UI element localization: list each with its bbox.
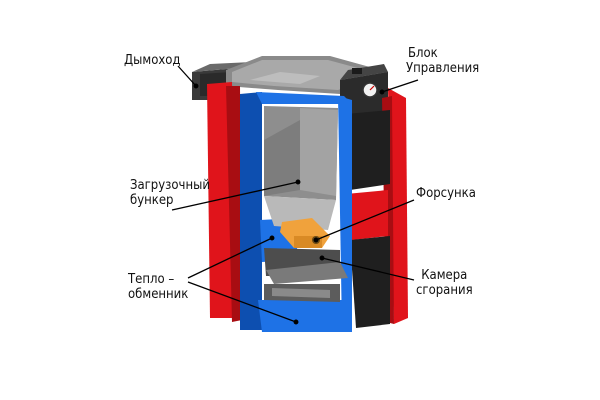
hopper-label: Загрузочный бункер: [130, 178, 210, 208]
nozzle-label: Форсунка: [416, 186, 476, 201]
combustion-leader: [321, 257, 415, 281]
flue-leader: [177, 65, 197, 87]
hopper-leader: [171, 181, 299, 211]
combustion-chamber-label: Камера сгорания: [416, 268, 473, 298]
exchanger-leader-1: [187, 237, 273, 279]
loading-hopper: [264, 106, 338, 230]
exchanger-leader-2: [187, 281, 297, 323]
control-unit-leader: [381, 79, 419, 93]
front-dark-panels: [346, 110, 390, 328]
nozzle-leader: [315, 199, 415, 241]
leader-lines: [171, 65, 419, 325]
outer-casing-left: [207, 82, 242, 322]
pressure-gauge-icon: [362, 82, 378, 98]
heat-exchanger-label: Тепло – обменник: [128, 272, 189, 302]
flue-label: Дымоход: [124, 53, 181, 68]
heat-exchanger: [240, 92, 352, 332]
combustion-chamber: [264, 248, 348, 302]
control-unit-label: Блок Управления: [406, 46, 480, 76]
